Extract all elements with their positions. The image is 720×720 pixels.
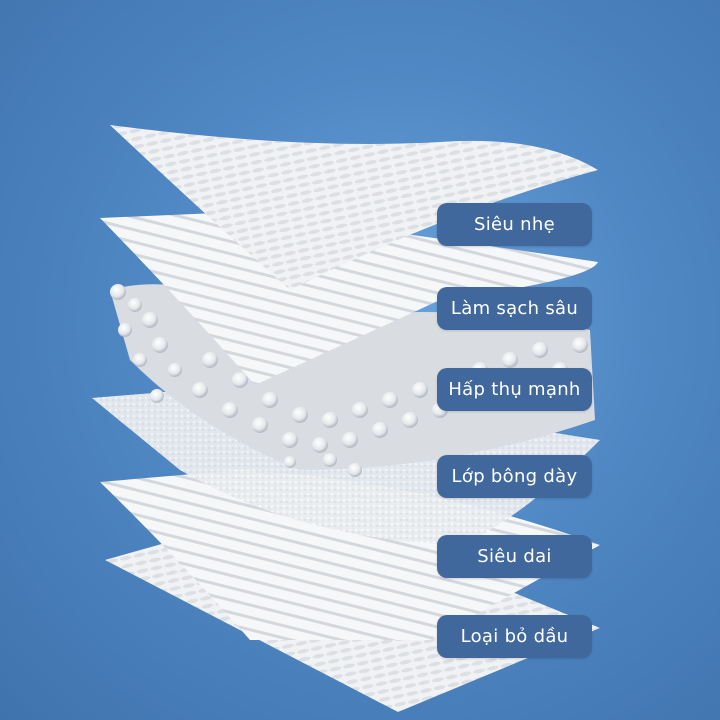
label-loai-bo-dau: Loại bỏ dầu	[437, 615, 592, 658]
label-hap-thu-manh: Hấp thụ mạnh	[437, 368, 592, 411]
label-lam-sach-sau: Làm sạch sâu	[437, 287, 592, 330]
label-lop-bong-day: Lớp bông dày	[437, 455, 592, 498]
ribbed-sheet-top	[100, 212, 598, 385]
label-sieu-nhe: Siêu nhẹ	[437, 203, 592, 246]
top-embossed-sheet	[110, 125, 598, 290]
label-sieu-dai: Siêu dai	[437, 535, 592, 578]
